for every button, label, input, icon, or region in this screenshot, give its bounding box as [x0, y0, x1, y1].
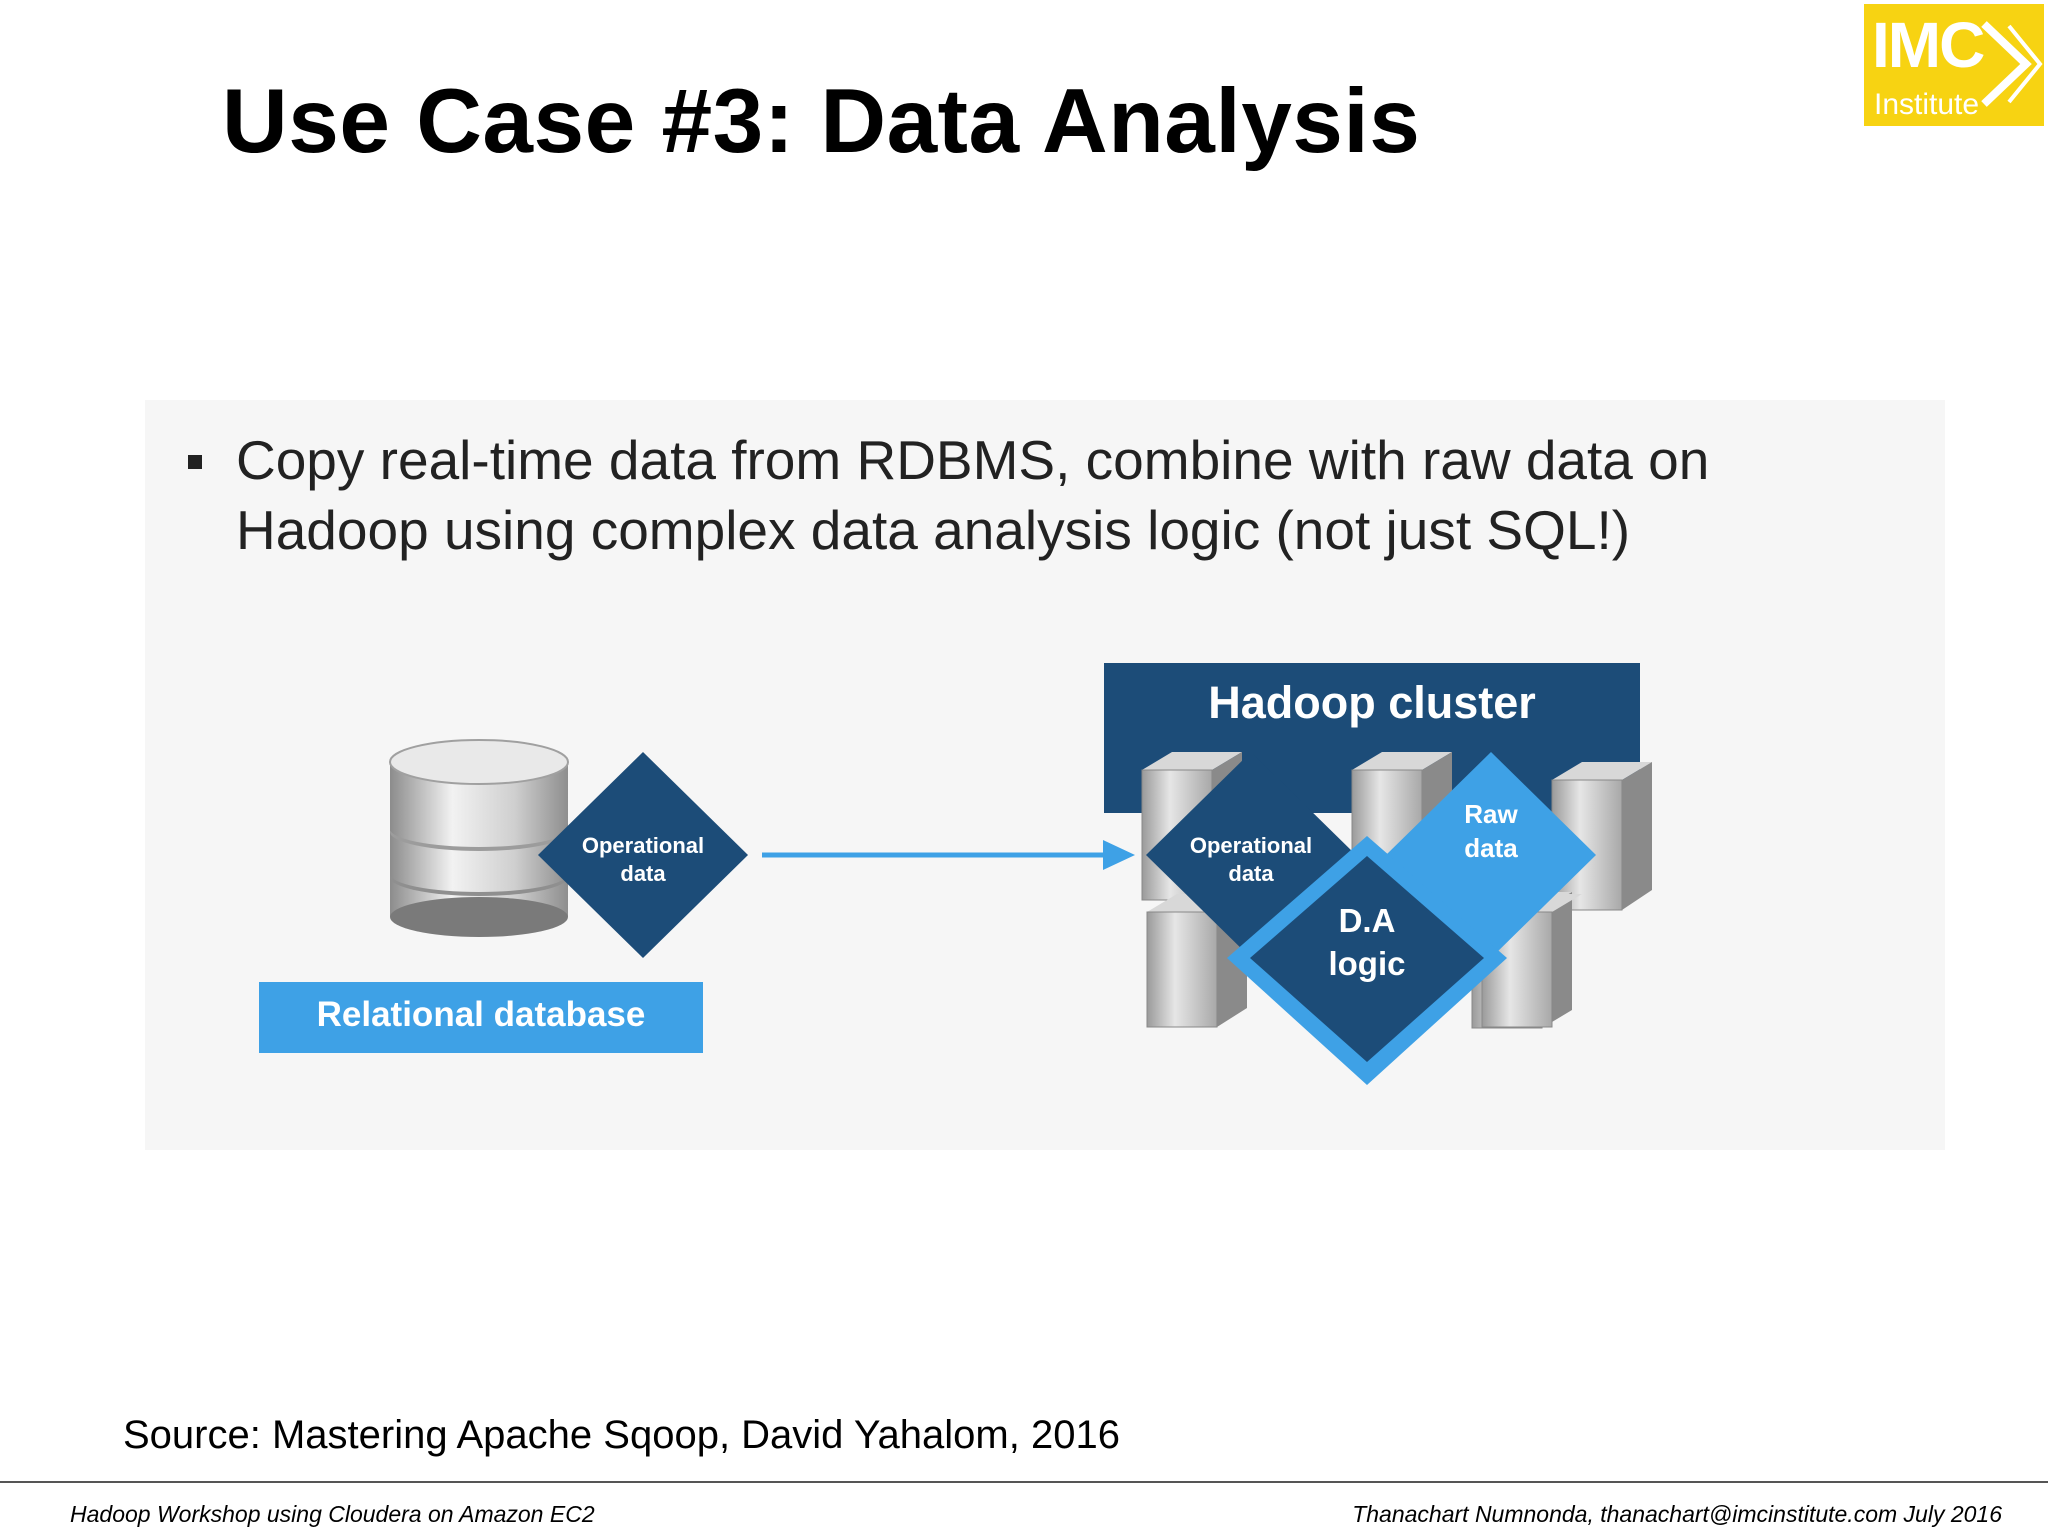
footer-divider	[0, 1481, 2048, 1483]
bullet-text-line-2: Hadoop using complex data analysis logic…	[236, 499, 1631, 561]
footer-right-text: Thanachart Numnonda, thanachart@imcinsti…	[1352, 1501, 2002, 1527]
imc-institute-logo: IMC Institute	[1864, 4, 2044, 126]
logo-sub-text: Institute	[1874, 88, 1980, 121]
operational-data-diamond	[538, 752, 748, 958]
bullet-marker	[188, 455, 202, 469]
da-logic-diamond	[1250, 856, 1484, 1062]
database-cylinder-icon	[389, 739, 569, 937]
source-citation: Source: Mastering Apache Sqoop, David Ya…	[123, 1413, 1120, 1457]
slide-title: Use Case #3: Data Analysis	[222, 71, 1421, 172]
relational-database-label: Relational database	[317, 995, 646, 1034]
da-logic-label-line-1: D.A	[1339, 902, 1396, 939]
relational-database-label-box	[259, 982, 703, 1053]
hadoop-cluster-title: Hadoop cluster	[1208, 677, 1536, 728]
raw-data-label-line-1: Raw	[1464, 799, 1518, 829]
data-flow-arrow	[762, 840, 1135, 870]
cluster-operational-data-label-line-2: data	[1228, 861, 1274, 886]
operational-data-label-line-2: data	[620, 861, 666, 886]
cluster-operational-data-label-line-1: Operational	[1190, 833, 1312, 858]
da-logic-label-line-2: logic	[1328, 945, 1405, 982]
bullet-text-line-1: Copy real-time data from RDBMS, combine …	[236, 429, 1710, 491]
logo-main-text: IMC	[1872, 9, 1985, 81]
operational-data-label-line-1: Operational	[582, 833, 704, 858]
footer-left-text: Hadoop Workshop using Cloudera on Amazon…	[70, 1501, 595, 1527]
logo-chevron-icon	[1981, 21, 2043, 107]
raw-data-label-line-2: data	[1464, 833, 1518, 863]
